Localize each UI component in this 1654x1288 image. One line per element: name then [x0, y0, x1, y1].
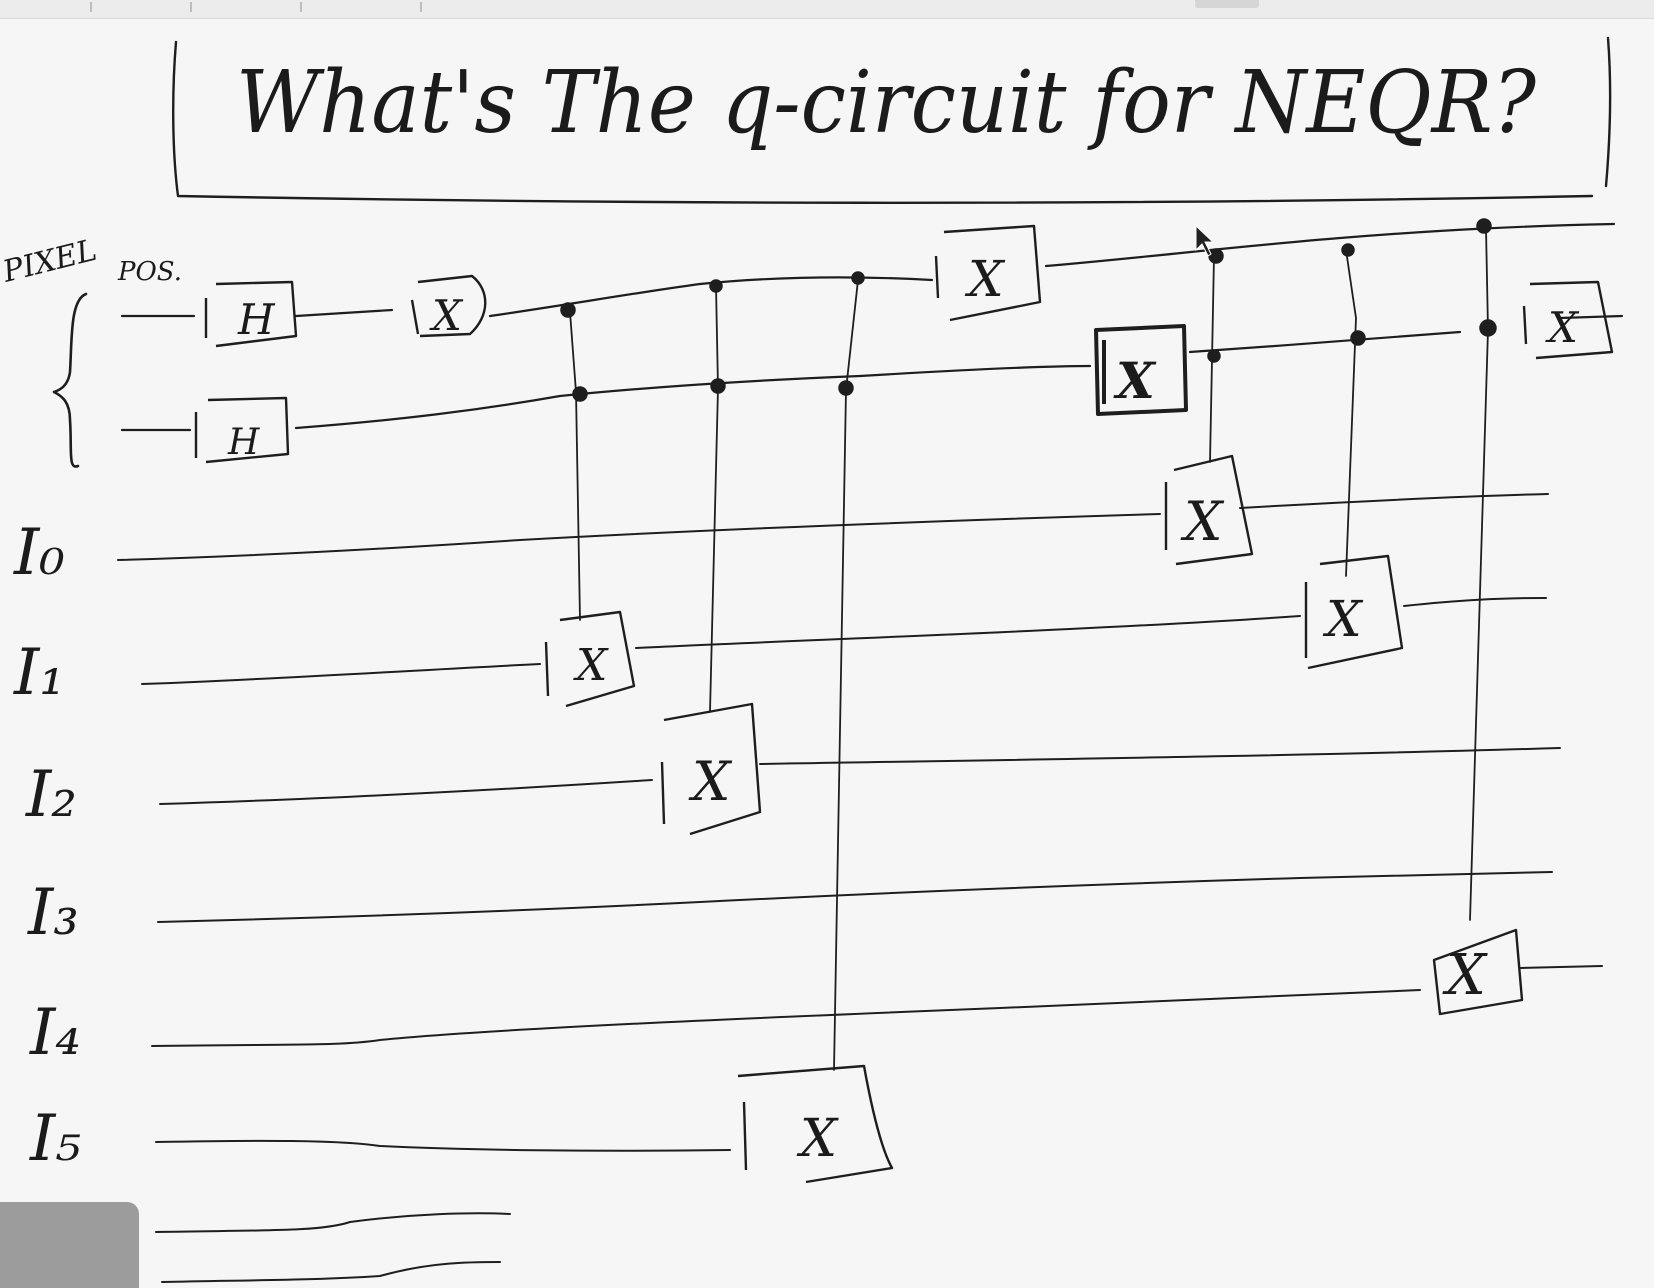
register-label-i3: I₃ — [27, 876, 79, 950]
control-dot — [1208, 248, 1224, 264]
control-dot — [1207, 349, 1221, 363]
control-line — [569, 311, 581, 621]
hadamard-gate-symbol: H — [227, 422, 260, 463]
title-frame — [172, 40, 1594, 204]
x-gate-symbol: X — [1322, 590, 1364, 648]
pixel-label: PIXEL — [0, 233, 100, 290]
x-gate-box — [1304, 554, 1404, 670]
register-label-i2: I₂ — [25, 758, 77, 832]
control-dot — [560, 302, 576, 318]
control-dot — [1476, 218, 1492, 234]
control-dot — [710, 378, 726, 394]
control-line — [833, 279, 859, 1071]
register-label-i1: I₁ — [13, 636, 65, 710]
x-gate-box — [410, 274, 487, 338]
diagram-title: What's The q-circuit for NEQR? — [236, 53, 1537, 153]
x-gate-box — [1164, 454, 1254, 566]
toolbar-mark — [190, 2, 192, 12]
control-line — [1345, 249, 1357, 577]
x-gate-box — [660, 702, 762, 836]
hadamard-gate-box — [194, 396, 290, 464]
register-label-i0: I₀ — [13, 516, 65, 590]
position-wire-1 — [120, 222, 1616, 318]
toolbar-mark — [90, 2, 92, 12]
x-gate-symbol: X — [796, 1109, 839, 1169]
control-line — [709, 285, 719, 713]
hadamard-gate-box — [204, 280, 298, 348]
control-dot — [709, 279, 723, 293]
intensity-wire-4 — [151, 965, 1603, 1047]
x-gate-box-bold — [1094, 324, 1188, 416]
title-frame-right — [1604, 36, 1612, 188]
intensity-wire-5 — [155, 1139, 731, 1152]
control-dot — [838, 380, 854, 396]
x-gate-symbol: X — [429, 291, 464, 340]
video-overlay-block — [0, 1202, 139, 1288]
toolbar-tab[interactable] — [1195, 0, 1259, 8]
x-gate-box — [737, 1064, 894, 1184]
control-dot — [851, 271, 865, 285]
x-gate-box — [1432, 928, 1524, 1016]
pos-label: POS. — [117, 257, 182, 287]
x-gate-symbol: X — [1180, 490, 1225, 553]
intensity-wire-2 — [159, 747, 1561, 805]
x-gate-box — [1522, 280, 1614, 360]
control-dot — [1341, 243, 1355, 257]
intensity-wire-6 — [155, 1212, 511, 1283]
x-gate-symbol: X — [688, 750, 733, 813]
intensity-wire-1 — [141, 597, 1547, 685]
control-dot — [1479, 319, 1497, 337]
position-brace — [52, 292, 88, 468]
toolbar-mark — [300, 2, 302, 12]
toolbar-mark — [420, 2, 422, 12]
intensity-wire-0 — [117, 493, 1549, 561]
hadamard-gate-symbol: H — [237, 295, 276, 344]
x-gate-symbol: X — [1545, 303, 1580, 352]
register-label-i4: I₄ — [29, 996, 81, 1070]
x-gate-symbol: X — [1113, 351, 1157, 410]
control-dot — [572, 386, 588, 402]
x-gate-symbol: X — [964, 250, 1006, 308]
mouse-pointer-icon — [1195, 224, 1215, 257]
position-wire-2 — [120, 314, 1624, 432]
x-gate-symbol: X — [1442, 943, 1488, 1008]
x-gate-box — [934, 224, 1042, 322]
window-top-bar — [0, 0, 1654, 19]
whiteboard-canvas: H H X X X X X X X X X X What's The q-cir… — [0, 36, 1624, 1283]
register-label-i5: I₅ — [29, 1102, 81, 1176]
intensity-wire-3 — [157, 871, 1553, 923]
control-dot — [1350, 330, 1366, 346]
x-gate-symbol: X — [573, 640, 609, 691]
x-gate-box — [544, 610, 636, 708]
